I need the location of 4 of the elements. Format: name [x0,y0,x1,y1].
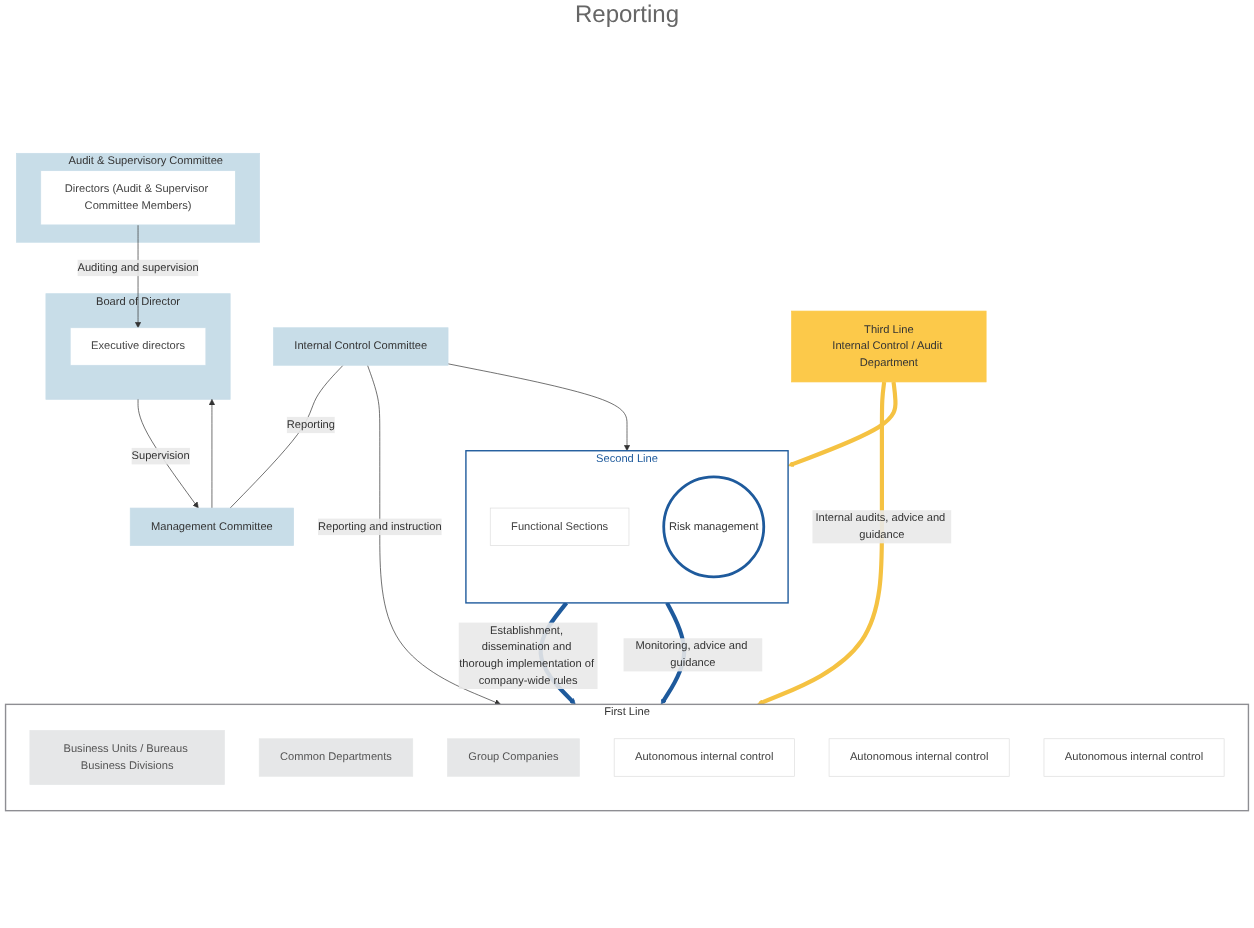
arrow [787,381,898,467]
note-text: Reporting [574,0,680,32]
arrow [757,381,887,706]
connector [229,364,344,509]
